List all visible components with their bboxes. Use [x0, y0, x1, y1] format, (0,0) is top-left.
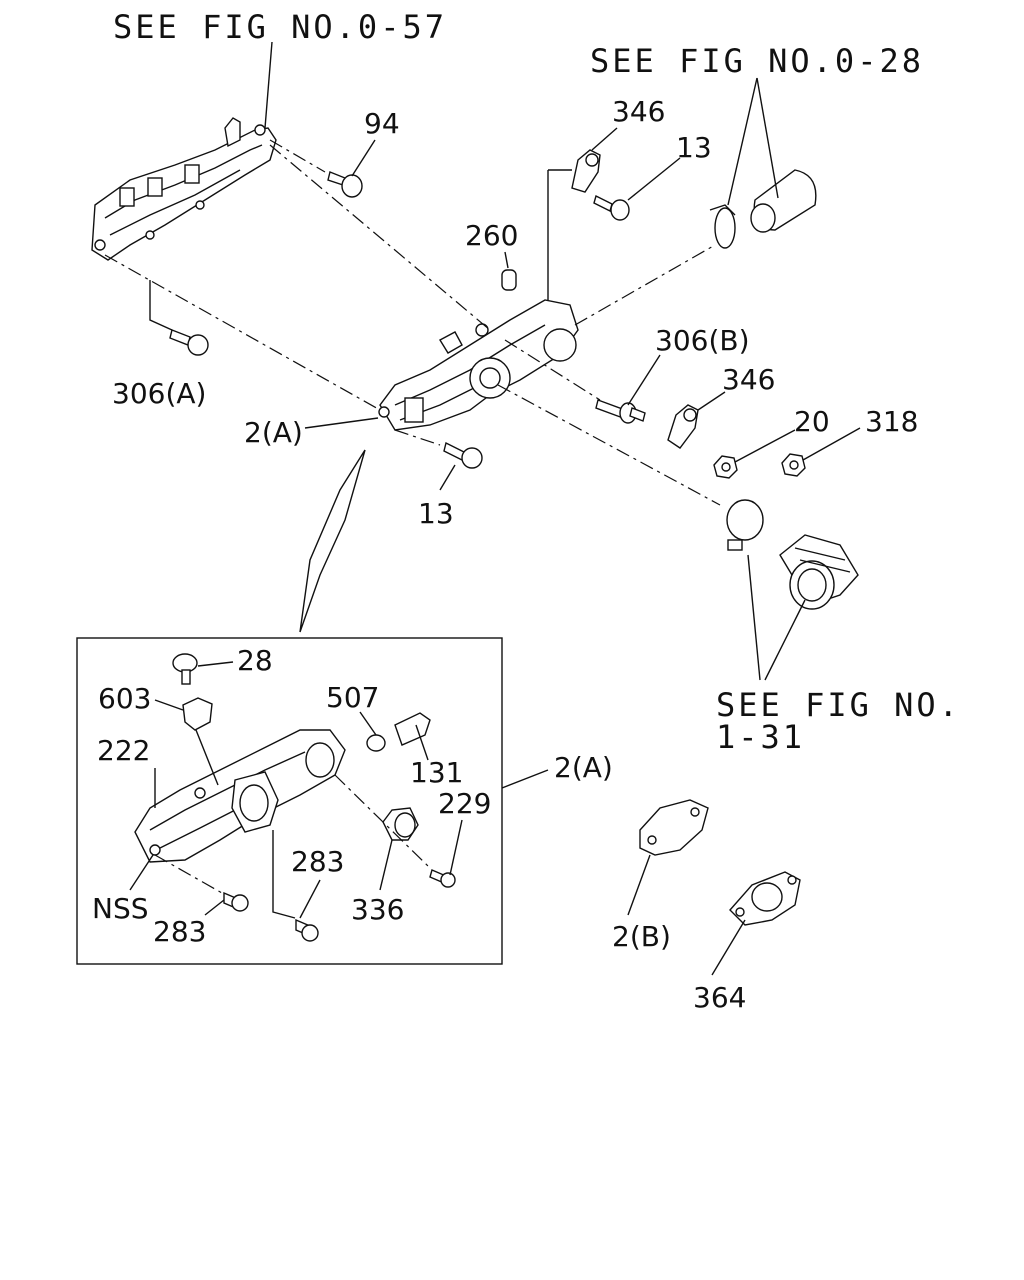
label-336: 336 [351, 893, 404, 926]
bolt-13-bottom-part [443, 441, 483, 469]
label-28: 28 [237, 644, 273, 677]
label-260: 260 [465, 219, 518, 252]
label-222: 222 [97, 734, 150, 767]
label-346-top: 346 [612, 95, 665, 128]
lower-hose-part [726, 499, 859, 610]
bolt-283-bottom-part [223, 891, 249, 912]
upper-hose-part [709, 169, 817, 249]
ref-fig-0-28: SEE FIG NO.0-28 [590, 42, 924, 80]
label-306b: 306(B) [655, 324, 750, 357]
leader-lines [149, 41, 861, 681]
label-2a-main: 2(A) [244, 416, 303, 449]
bolt-94-part [327, 171, 363, 198]
label-2b: 2(B) [612, 920, 671, 953]
actuator-336-part [382, 807, 419, 841]
label-20: 20 [794, 405, 830, 438]
ref-fig-1-31-line2: 1-31 [716, 718, 805, 756]
bolt-283-mid-part [295, 918, 319, 942]
bolt-229-part [429, 869, 456, 888]
label-306a: 306(A) [112, 377, 206, 410]
bracket-346-top-part [571, 149, 601, 193]
label-229: 229 [438, 787, 491, 820]
cap-28-part [172, 653, 198, 685]
label-131: 131 [410, 756, 463, 789]
label-507: 507 [326, 681, 379, 714]
gasket-364-part [729, 871, 801, 926]
manifold-cover-part [91, 117, 277, 261]
label-94: 94 [364, 107, 400, 140]
label-nss: NSS [92, 892, 149, 925]
plug-260-part [501, 269, 517, 291]
inset-box [76, 637, 503, 965]
ref-fig-1-31-line1: SEE FIG NO. [716, 686, 961, 724]
inset-assembly-part [134, 729, 346, 863]
main-assembly-part [378, 299, 579, 431]
bolt-306a-part [169, 329, 209, 356]
alignment-lines [104, 139, 721, 506]
ring-507-part [366, 734, 386, 752]
label-13-top: 13 [676, 131, 712, 164]
label-283-bottom: 283 [153, 915, 206, 948]
label-318: 318 [865, 405, 918, 438]
bracket-346-mid-part [667, 404, 699, 449]
label-13-bottom: 13 [418, 497, 454, 530]
gasket-2b-part [639, 799, 709, 856]
label-283-mid: 283 [291, 845, 344, 878]
nut-20-part [713, 455, 738, 479]
sensor-603-part [182, 697, 219, 786]
label-364: 364 [693, 981, 746, 1014]
stud-306b-part [595, 399, 646, 424]
gasket-leader-lines [627, 854, 746, 976]
ref-fig-0-57: SEE FIG NO.0-57 [113, 8, 447, 46]
nut-318-part [781, 453, 806, 477]
label-2a-inset: 2(A) [554, 751, 613, 784]
label-346-mid: 346 [722, 363, 775, 396]
plug-131-part [394, 712, 431, 746]
label-603: 603 [98, 682, 151, 715]
bolt-13-top-part [593, 194, 630, 221]
inset-leader-lines [129, 661, 549, 919]
